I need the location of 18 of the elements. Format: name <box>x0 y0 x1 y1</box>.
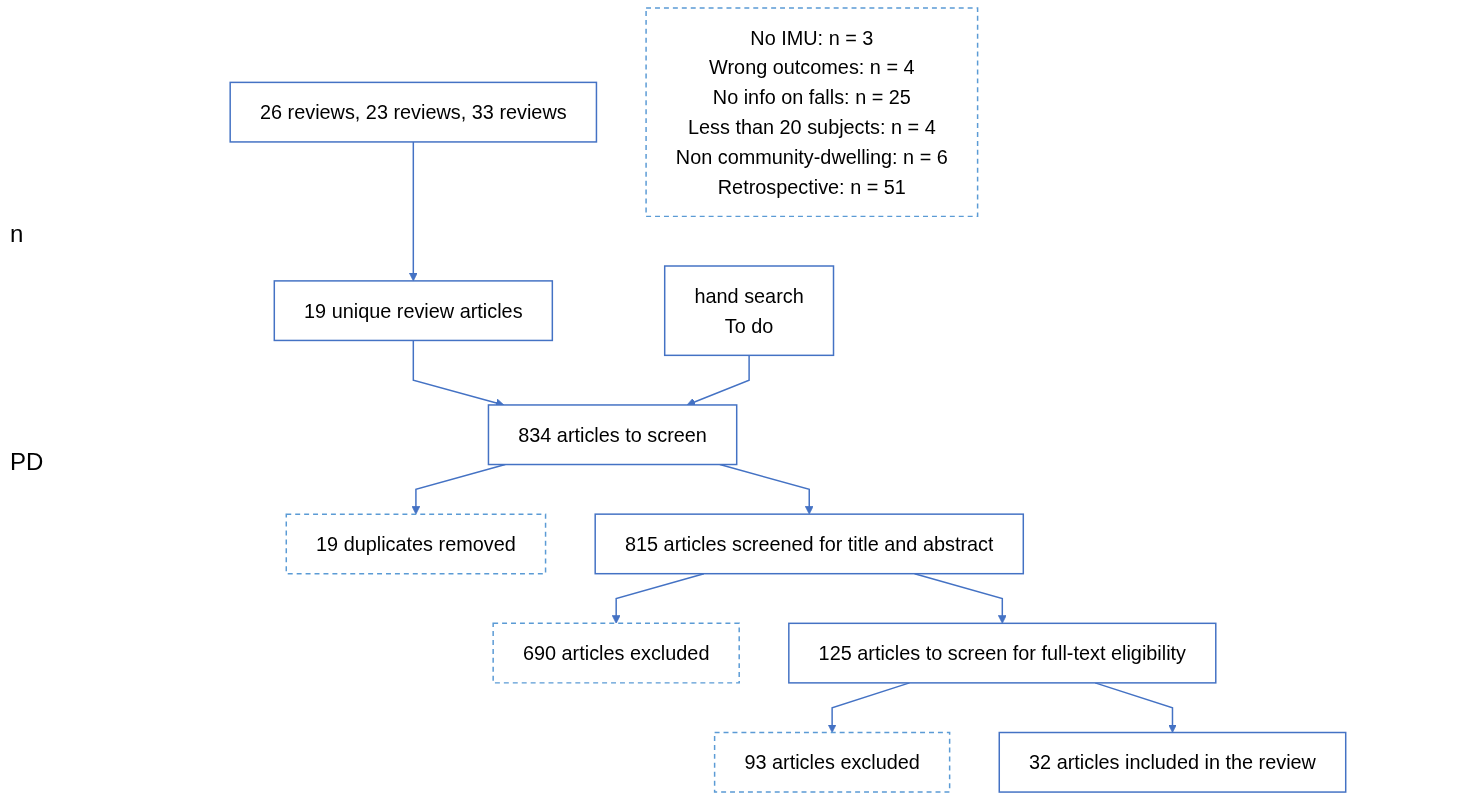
side-label: PD <box>10 448 45 476</box>
node-box: 26 reviews, 23 reviews, 33 reviews <box>229 81 597 143</box>
arrow <box>411 463 506 515</box>
arrow <box>611 572 705 624</box>
node-box: No IMU: n = 3 Wrong outcomes: n = 4 No info on falls: n = 25 Less than 20 subjects: n = 4 Non community-dwelling: n = 6 Retrospective: n = 51 <box>644 7 978 218</box>
arrow <box>913 572 1007 624</box>
node-box: 125 articles to screen for full-text eligibility <box>787 622 1217 684</box>
side-label: n <box>10 220 25 248</box>
node-box: 19 unique review articles <box>273 280 553 342</box>
node-box: 815 articles screened for title and abstract <box>594 513 1024 575</box>
node-box: 690 articles excluded <box>491 622 740 684</box>
node-box: 93 articles excluded <box>713 731 950 793</box>
node-box: 19 duplicates removed <box>285 513 546 575</box>
node-box: 32 articles included in the review <box>998 731 1346 793</box>
arrow <box>827 682 910 733</box>
arrow <box>408 141 418 282</box>
node-box: hand search To do <box>663 265 834 357</box>
node-box: 834 articles to screen <box>487 404 737 466</box>
